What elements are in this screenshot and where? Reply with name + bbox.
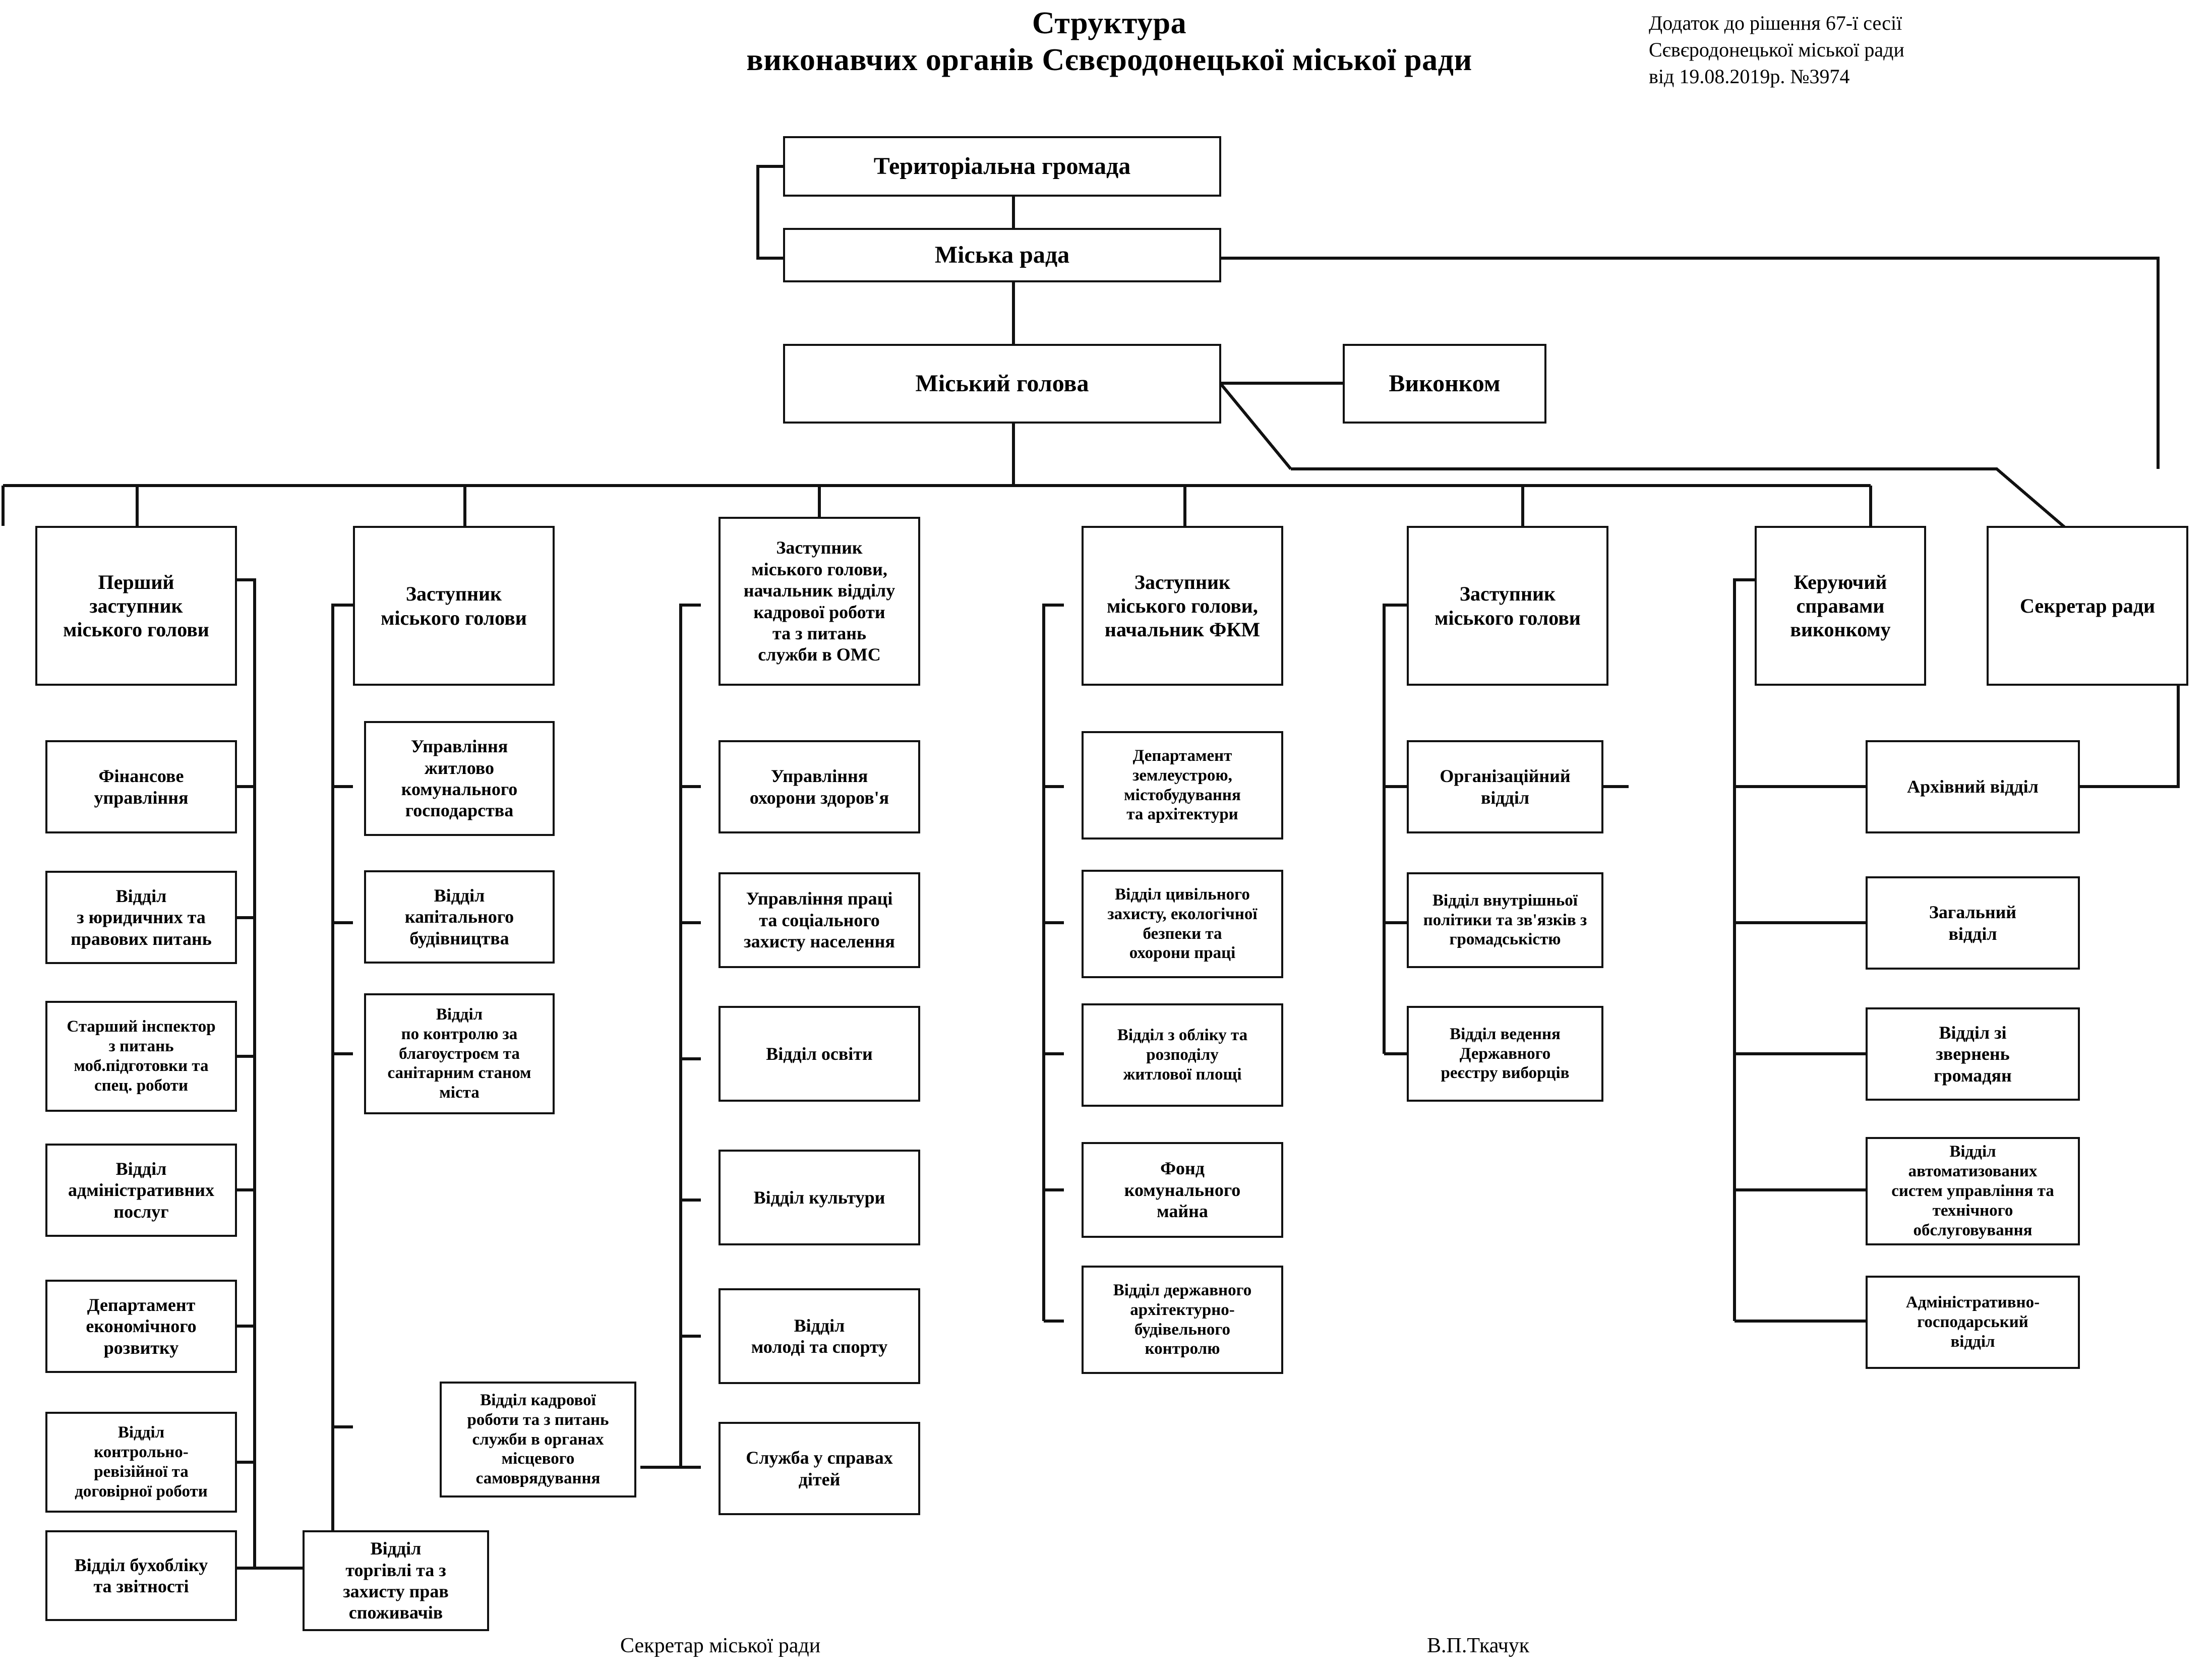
node-archive-department[interactable]: Архівний відділ bbox=[1866, 740, 2080, 833]
node-label: Секретар ради bbox=[2019, 594, 2156, 617]
node-label: Архівний відділ bbox=[1907, 776, 2039, 797]
node-education-department[interactable]: Відділ освіти bbox=[719, 1006, 920, 1102]
page-title-line2: виконавчих органів Сєвєродонецької міськ… bbox=[746, 43, 1472, 78]
node-label: Міський голова bbox=[915, 370, 1089, 397]
node-executive-committee[interactable]: Виконком bbox=[1343, 344, 1546, 424]
node-label: Відділ освіти bbox=[766, 1043, 873, 1064]
document-memo: Додаток до рішення 67-ї сесії Сєвєродоне… bbox=[1649, 10, 2203, 90]
page-title-line1: Структура bbox=[1032, 6, 1187, 40]
node-culture-department[interactable]: Відділ культури bbox=[719, 1150, 920, 1245]
memo-line-1: Додаток до рішення 67-ї сесії bbox=[1649, 12, 1902, 34]
signature-name: В.П.Ткачук bbox=[1427, 1634, 1530, 1657]
node-city-council[interactable]: Міська рада bbox=[783, 228, 1221, 282]
node-label: Виконком bbox=[1389, 370, 1501, 397]
memo-line-3: від 19.08.2019р. №3974 bbox=[1649, 65, 1850, 88]
node-label: Територіальна громада bbox=[873, 152, 1131, 179]
node-label: Відділ культури bbox=[753, 1187, 885, 1208]
page-title: Структура виконавчих органів Сєвєродонец… bbox=[580, 5, 1639, 79]
memo-line-2: Сєвєродонецької міської ради bbox=[1649, 38, 1904, 61]
node-label: Міська рада bbox=[934, 241, 1070, 268]
node-territorial-community[interactable]: Територіальна громада bbox=[783, 136, 1221, 197]
node-mayor[interactable]: Міський голова bbox=[783, 344, 1221, 424]
node-council-secretary[interactable]: Секретар ради bbox=[1987, 526, 2188, 686]
signature-role: Секретар міської ради bbox=[620, 1634, 821, 1657]
